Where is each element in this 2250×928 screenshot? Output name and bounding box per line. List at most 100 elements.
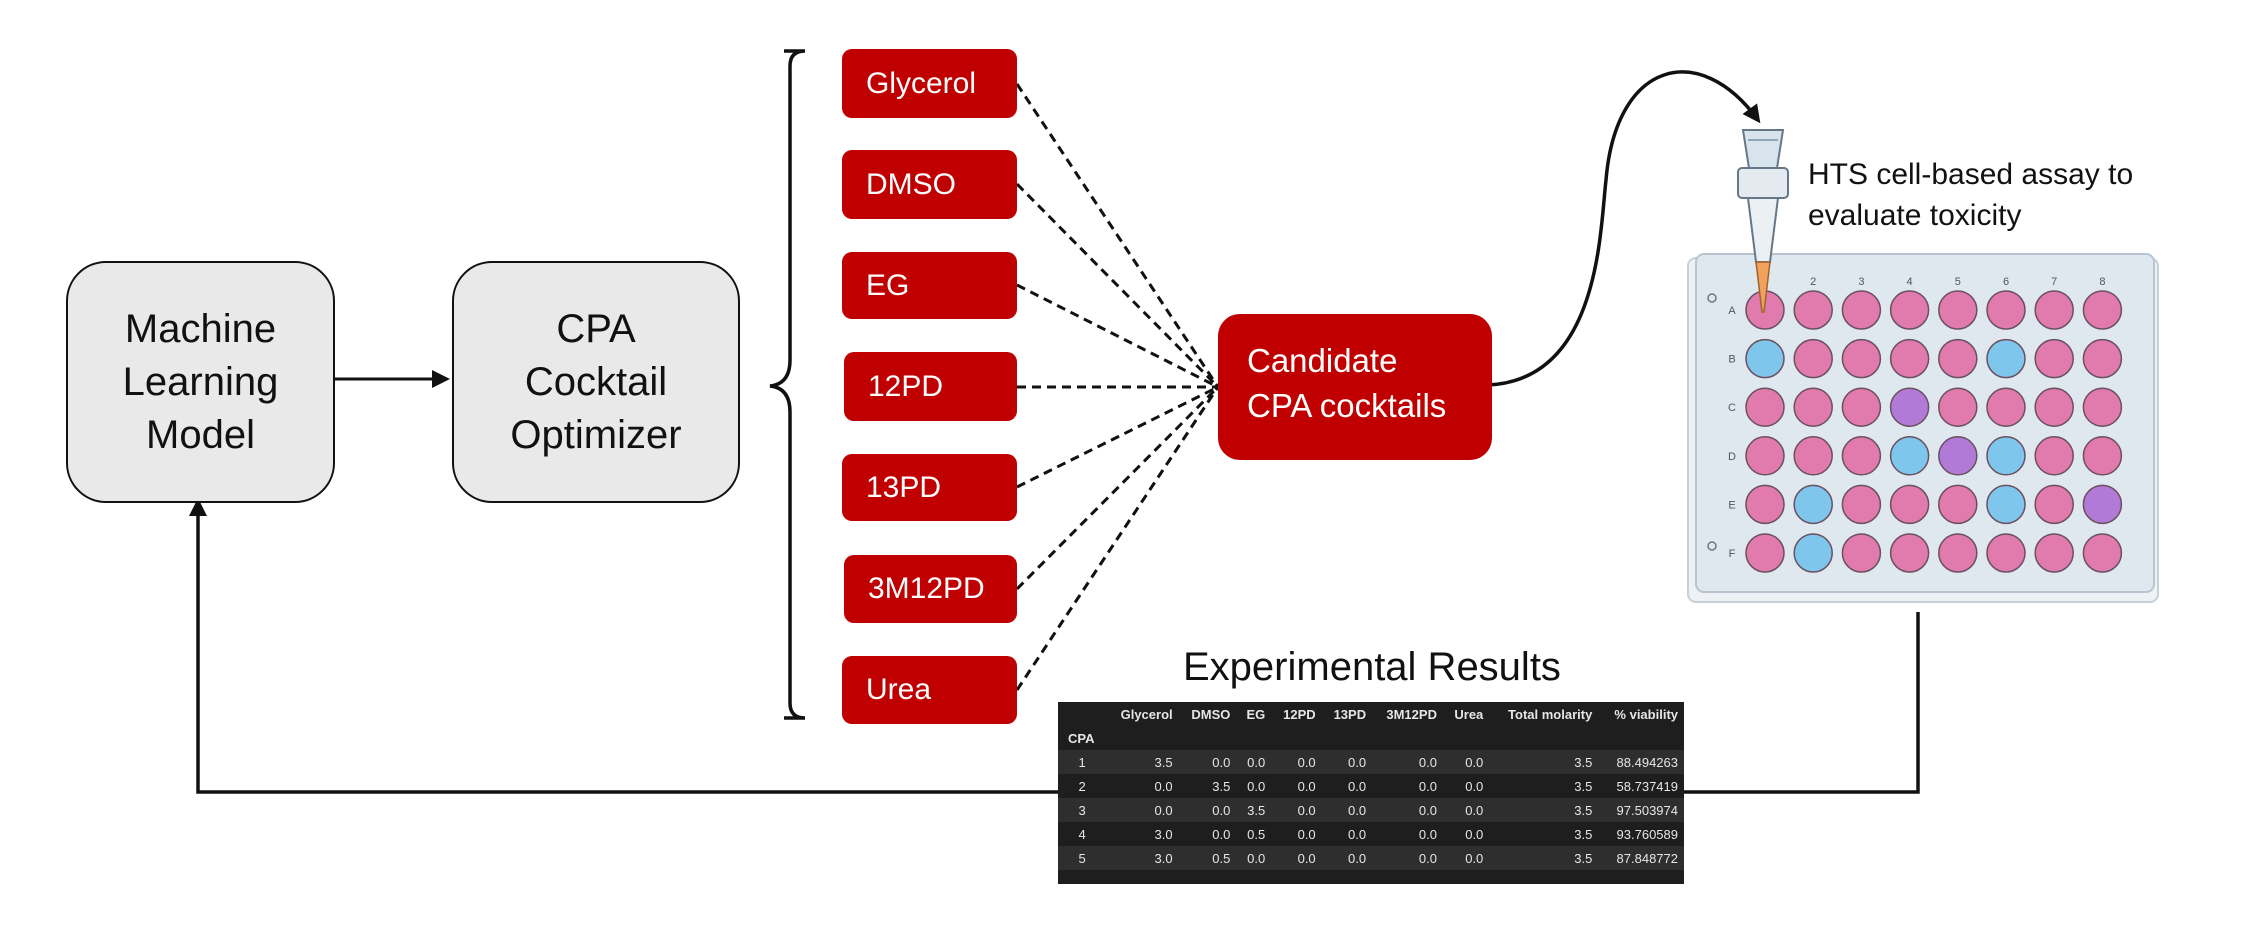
- table-cell: 0.0: [1154, 778, 1173, 794]
- dashed-connector-urea: [1015, 386, 1220, 691]
- well-D8: [2082, 436, 2123, 476]
- table-cell: 0.0: [1321, 846, 1373, 870]
- cpa-dmso: DMSO: [842, 150, 1017, 219]
- well-F2: [1793, 533, 1833, 573]
- table-column-header: Urea: [1454, 706, 1484, 722]
- well-A2: [1793, 290, 1833, 330]
- well-B4: [1889, 338, 1930, 379]
- table-cell: 0.0: [1297, 778, 1316, 794]
- ml-line-2: Learning: [122, 359, 279, 404]
- well-E6: [1986, 484, 2026, 525]
- table-cell: 0.0: [1465, 826, 1484, 842]
- dashed-connector-dmso: [1015, 182, 1220, 389]
- well-A4: [1889, 290, 1930, 330]
- well-E4: [1889, 484, 1930, 525]
- table-cell: 4: [1078, 826, 1086, 842]
- well-C1: [1745, 387, 1785, 427]
- table-cell: 3.5: [1489, 846, 1599, 870]
- table-cell: 3.5: [1574, 826, 1593, 842]
- assay-line-2: evaluate toxicity: [1808, 199, 2022, 232]
- table-cell: 3.5: [1236, 798, 1272, 822]
- table-column-header: [1058, 702, 1106, 726]
- well-C8: [2082, 387, 2123, 427]
- well-C7: [2034, 387, 2074, 427]
- ml-line-3: Model: [146, 412, 255, 457]
- well-F3: [1841, 533, 1882, 573]
- cpa-brace: [769, 49, 806, 720]
- table-cell: 0.0: [1178, 798, 1237, 822]
- well-E5: [1938, 484, 1978, 525]
- well-A8: [2082, 290, 2123, 330]
- plate-row-label: D: [1728, 451, 1736, 463]
- table-cell: 0.0: [1465, 778, 1484, 794]
- table-cell: 0.0: [1297, 826, 1316, 842]
- table-cell: 87.848772: [1598, 846, 1684, 870]
- well-F5: [1938, 533, 1978, 573]
- cpa-cocktail-optimizer-box: CPA Cocktail Optimizer: [452, 261, 740, 503]
- assay-label: HTS cell-based assay to evaluate toxicit…: [1808, 154, 2133, 236]
- table-column-header: 3M12PD: [1386, 706, 1437, 722]
- plate-column-label: 4: [1907, 276, 1913, 288]
- dashed-connector-glycerol: [1015, 83, 1220, 388]
- well-F6: [1986, 533, 2026, 573]
- feedback-to-ml-arrow: [189, 498, 1058, 794]
- ml-line-1: Machine: [124, 306, 277, 351]
- well-B1: [1745, 338, 1785, 379]
- well-B2: [1793, 338, 1833, 379]
- cpa-urea: Urea: [842, 656, 1017, 724]
- well-B7: [2034, 338, 2074, 379]
- plate-column-label: 5: [1955, 276, 1961, 288]
- table-cell: 3.5: [1489, 750, 1599, 774]
- optimizer-line-3: Optimizer: [510, 412, 682, 457]
- well-F1: [1745, 533, 1785, 573]
- well-D7: [2034, 436, 2074, 476]
- table-cell: 5: [1058, 846, 1107, 870]
- dashed-connector-13pd: [1016, 385, 1219, 489]
- table-cell: 93.760589: [1616, 826, 1678, 842]
- well-D6: [1986, 436, 2026, 476]
- table-cell: 0.0: [1236, 750, 1272, 774]
- plate-column-label: 3: [1858, 276, 1864, 288]
- machine-learning-model-box: Machine Learning Model: [66, 261, 335, 503]
- table-cell: 3.0: [1106, 846, 1179, 870]
- candidate-line-1: Candidate: [1247, 342, 1398, 379]
- table-column-header: Glycerol: [1120, 706, 1173, 722]
- table-cell: 0.5: [1247, 826, 1266, 842]
- table-cell: 0.0: [1442, 846, 1490, 870]
- table-cell: 0.0: [1372, 798, 1443, 822]
- cpa-3m12pd: 3M12PD: [844, 555, 1017, 623]
- well-D2: [1793, 436, 1833, 476]
- well-B5: [1938, 338, 1978, 379]
- pipette-icon: [1737, 129, 1789, 313]
- well-B3: [1841, 338, 1882, 379]
- well-C5: [1938, 387, 1978, 427]
- table-index-label: CPA: [1068, 730, 1095, 746]
- table-cell: 0.0: [1247, 778, 1266, 794]
- well-A5: [1938, 290, 1978, 330]
- plate-column-label: 8: [2099, 276, 2105, 288]
- table-cell: 3.0: [1154, 826, 1173, 842]
- well-C6: [1986, 387, 2026, 427]
- table-column-header: DMSO: [1191, 706, 1231, 722]
- well-C4: [1889, 387, 1930, 427]
- table-column-header: Total molarity: [1508, 706, 1593, 722]
- well-B6: [1986, 338, 2026, 379]
- well-C2: [1793, 387, 1833, 427]
- table-cell: 0.0: [1321, 750, 1373, 774]
- table-cell: 3.5: [1489, 798, 1599, 822]
- table-cell: 88.494263: [1598, 750, 1684, 774]
- experimental-results-title: Experimental Results: [1183, 645, 1561, 689]
- well-F8: [2082, 533, 2123, 573]
- dashed-connectors: [1015, 83, 1220, 691]
- table-cell: 0.0: [1321, 798, 1373, 822]
- well-D1: [1745, 436, 1785, 476]
- well-E2: [1793, 484, 1833, 525]
- plate-row-label: E: [1728, 499, 1735, 511]
- table-cell: 0.0: [1271, 846, 1322, 870]
- table-cell: 0.0: [1271, 750, 1322, 774]
